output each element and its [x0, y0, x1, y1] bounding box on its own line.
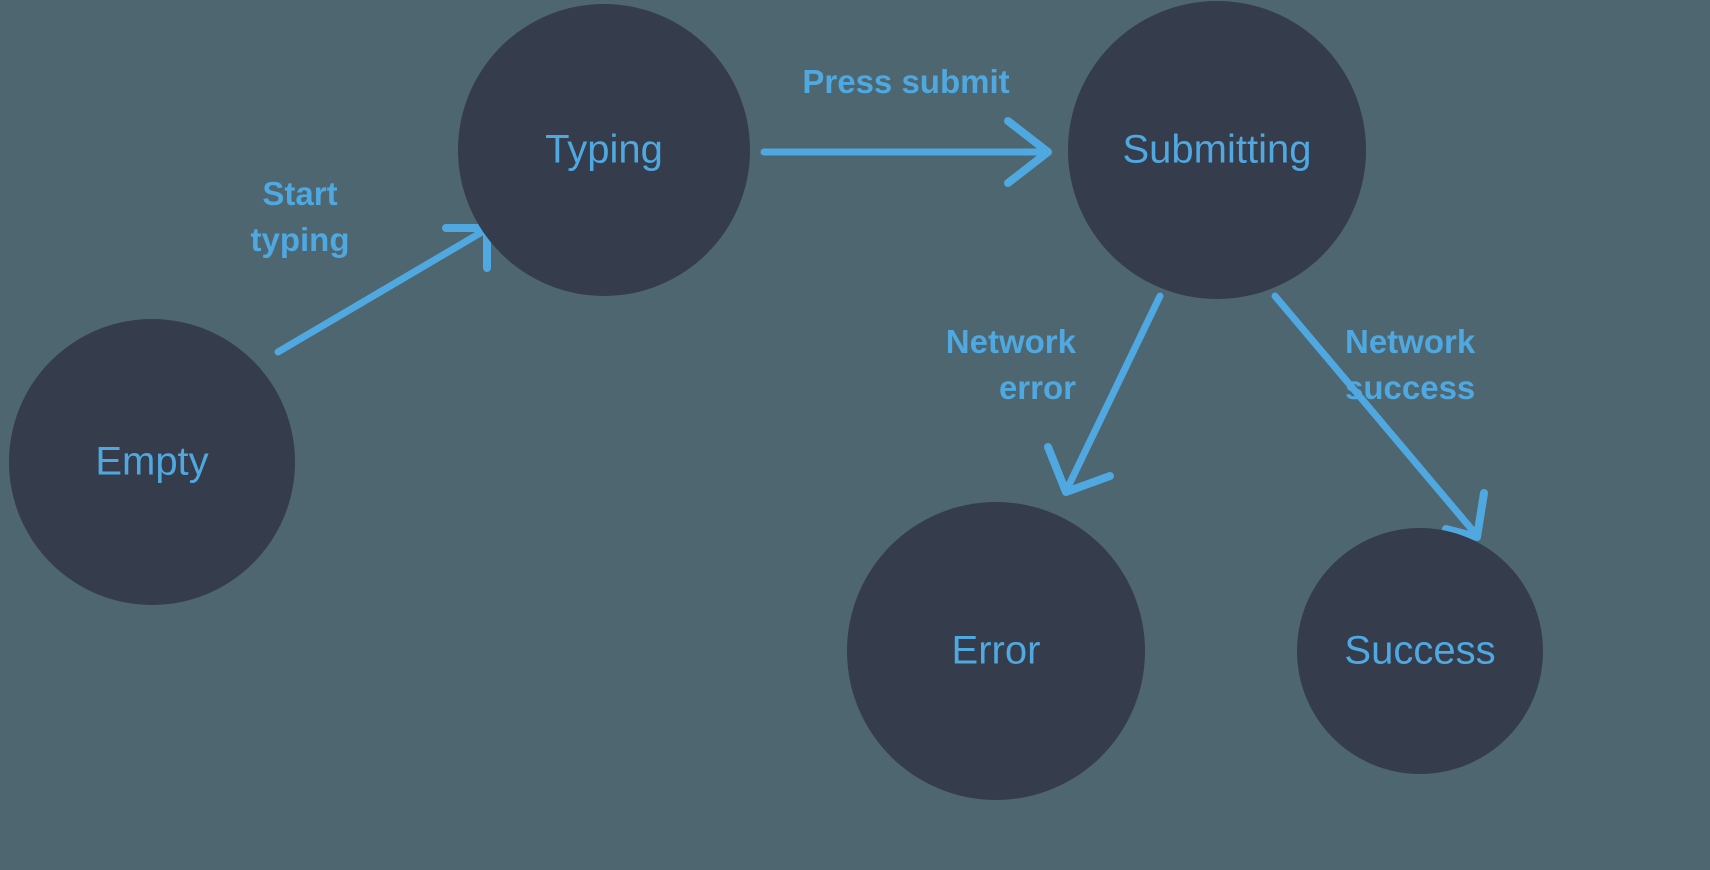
edge-label-line: Network	[946, 323, 1077, 360]
state-circle-typing[interactable]	[458, 4, 750, 296]
edge-line-submitting-to-error	[1064, 292, 1164, 491]
edges-layer	[274, 117, 1488, 541]
edge-label-line: success	[1345, 369, 1475, 406]
edge-label-typing-to-submitting: Press submit	[802, 63, 1009, 100]
arrowhead-icon-submitting-to-error	[1044, 443, 1114, 496]
state-node-empty[interactable]: Empty	[9, 319, 295, 605]
edge-line-empty-to-typing	[274, 228, 486, 356]
arrowhead-icon-typing-to-submitting	[1004, 117, 1052, 187]
state-circle-empty[interactable]	[9, 319, 295, 605]
edge-submitting-to-error	[1044, 292, 1164, 496]
edge-label-submitting-to-success: Network success	[1345, 323, 1476, 406]
edge-label-empty-to-typing: Start typing	[251, 175, 350, 258]
state-circle-error[interactable]	[847, 502, 1145, 800]
edge-label-line: error	[999, 369, 1076, 406]
edge-label-line: typing	[251, 221, 350, 258]
edge-submitting-to-success	[1271, 292, 1488, 541]
state-label-error: Error	[952, 629, 1041, 673]
edge-line-submitting-to-success	[1271, 292, 1478, 536]
state-circle-success[interactable]	[1297, 528, 1543, 774]
edge-label-line: Network	[1345, 323, 1476, 360]
arrowhead-icon-submitting-to-success	[1442, 489, 1488, 541]
state-node-error[interactable]: Error	[847, 502, 1145, 800]
edge-label-submitting-to-error: Network error	[946, 323, 1077, 406]
edge-label-line: Press submit	[802, 63, 1009, 100]
state-node-submitting[interactable]: Submitting	[1068, 1, 1366, 299]
state-label-empty: Empty	[95, 440, 208, 484]
edge-label-line: Start	[262, 175, 337, 212]
state-label-success: Success	[1344, 629, 1495, 673]
state-label-typing: Typing	[545, 128, 663, 172]
state-node-typing[interactable]: Typing	[458, 4, 750, 296]
state-circle-submitting[interactable]	[1068, 1, 1366, 299]
state-label-submitting: Submitting	[1123, 128, 1312, 172]
edge-typing-to-submitting	[760, 117, 1052, 187]
state-node-success[interactable]: Success	[1297, 528, 1543, 774]
